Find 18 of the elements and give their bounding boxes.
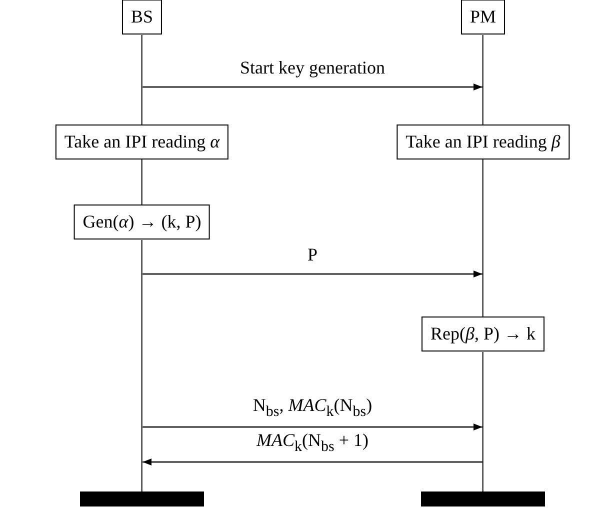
lifeline — [141, 160, 143, 204]
lifeline — [141, 34, 143, 124]
message-arrow — [142, 458, 482, 466]
lifeline — [141, 240, 143, 492]
lifeline-end-bar — [421, 492, 545, 506]
action-box: Rep(β, P) → k — [422, 316, 544, 352]
action-box: Take an IPI reading β — [396, 124, 570, 160]
lifeline — [482, 352, 484, 492]
action-box: Gen(α) → (k, P) — [74, 204, 210, 240]
message-arrow — [142, 423, 482, 431]
lifeline-end-bar — [80, 492, 204, 506]
participant-box: BS — [122, 0, 162, 34]
lifeline — [482, 160, 484, 316]
message-arrow — [142, 270, 482, 278]
lifeline — [482, 34, 484, 124]
message-arrow — [142, 83, 482, 91]
action-box: Take an IPI reading α — [55, 124, 229, 160]
participant-box: PM — [461, 0, 505, 34]
